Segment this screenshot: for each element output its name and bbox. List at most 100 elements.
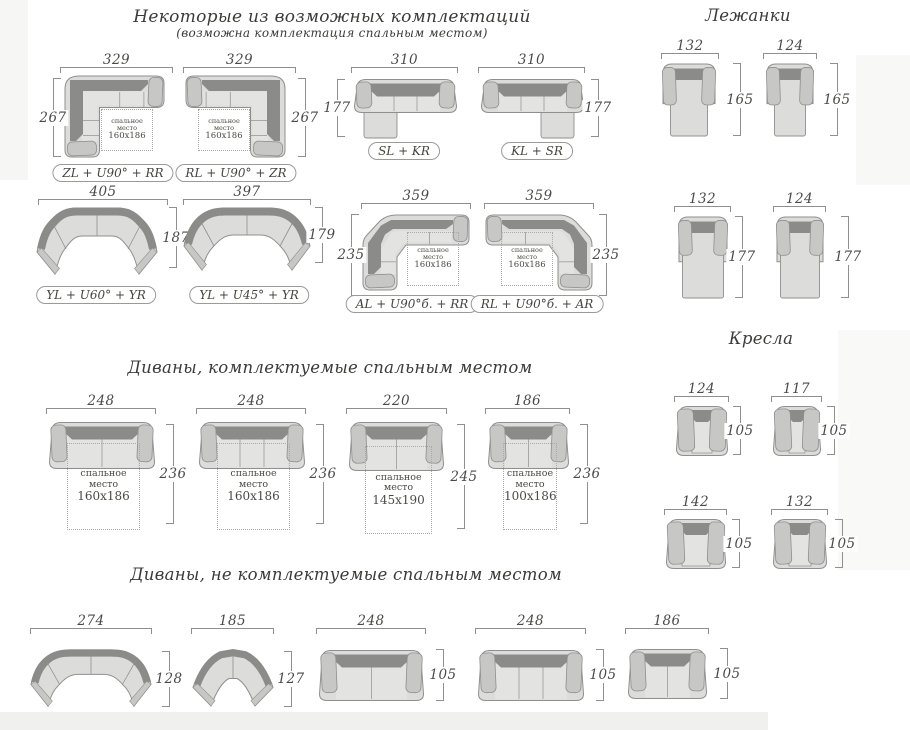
height-value: 105 bbox=[724, 422, 756, 439]
height-value: 235 bbox=[590, 247, 622, 263]
height-dimension: 128 bbox=[153, 651, 185, 707]
width-value: 124 bbox=[785, 191, 814, 207]
height-dimension: 105 bbox=[711, 648, 743, 699]
height-dimension: 235 bbox=[335, 214, 367, 296]
width-dimension: 186 bbox=[485, 394, 570, 414]
height-value: 177 bbox=[832, 249, 864, 265]
width-bracket bbox=[625, 628, 709, 634]
width-bracket bbox=[771, 509, 828, 515]
height-dimension: 235 bbox=[590, 214, 622, 296]
width-dimension: 274 bbox=[30, 613, 152, 634]
width-value: 274 bbox=[77, 613, 105, 629]
scan-artifact bbox=[856, 55, 910, 185]
sofa-glyph-straight-2 bbox=[487, 422, 570, 469]
height-value: 267 bbox=[289, 109, 321, 126]
config-code-label: RL + U90° + ZR bbox=[175, 164, 297, 182]
width-value: 248 bbox=[87, 393, 115, 409]
height-value: 105 bbox=[711, 665, 743, 682]
height-value: 267 bbox=[37, 109, 69, 126]
sleeping-place-word1: спальное bbox=[511, 246, 543, 255]
sleeping-place-size: 160х186 bbox=[77, 489, 130, 504]
sofa-glyph-armchair bbox=[772, 406, 822, 456]
width-bracket bbox=[191, 628, 274, 634]
width-value: 117 bbox=[782, 381, 811, 397]
height-value: 165 bbox=[724, 91, 756, 108]
height-dimension: 177 bbox=[726, 216, 758, 298]
sleeping-place-size: 100х186 bbox=[504, 489, 557, 504]
width-dimension: 359 bbox=[484, 188, 594, 209]
sofa-glyph-curved-2 bbox=[192, 648, 274, 707]
width-bracket bbox=[478, 67, 585, 73]
sofa-glyph-straight-3 bbox=[198, 422, 306, 469]
width-dimension: 397 bbox=[183, 184, 311, 205]
sofa-glyph-straight-3 bbox=[477, 650, 585, 701]
width-value: 132 bbox=[785, 494, 814, 510]
width-bracket bbox=[773, 206, 826, 212]
sleeping-place-word2: место bbox=[238, 478, 269, 490]
height-value: 236 bbox=[307, 466, 339, 482]
width-dimension: 124 bbox=[763, 39, 817, 59]
height-value: 187 bbox=[160, 229, 192, 246]
configurations-title: Некоторые из возможных комплектаций bbox=[133, 7, 531, 27]
config-code-label: RL + U90°б. + AR bbox=[470, 295, 604, 313]
height-dimension: 105 bbox=[818, 406, 850, 455]
sleeping-place-size: 160х186 bbox=[508, 260, 546, 271]
sofas-with-bed-title: Диваны, комплектуемые спальным местом bbox=[127, 358, 533, 377]
sleeping-place-word1: спальное bbox=[111, 117, 143, 126]
width-value: 132 bbox=[688, 191, 717, 207]
width-value: 397 bbox=[233, 184, 261, 200]
height-value: 105 bbox=[818, 422, 850, 439]
height-dimension: 105 bbox=[723, 519, 755, 568]
width-value: 248 bbox=[357, 613, 385, 629]
width-dimension: 248 bbox=[196, 394, 306, 414]
config-code-label: AL + U90°б. + RR bbox=[345, 295, 479, 313]
sofa-glyph-curved-3 bbox=[30, 649, 152, 708]
width-value: 220 bbox=[382, 393, 411, 409]
sofas-without-bed-title: Диваны, не комплектуемые спальным местом bbox=[130, 565, 562, 584]
sleeping-place-size: 160х186 bbox=[414, 260, 452, 271]
sleeping-place-size: 160х186 bbox=[227, 489, 280, 504]
width-bracket bbox=[661, 53, 719, 59]
height-dimension: 236 bbox=[307, 424, 339, 524]
sleeping-place-word2: место bbox=[383, 482, 414, 494]
width-bracket bbox=[183, 67, 296, 73]
width-dimension: 405 bbox=[38, 185, 168, 205]
sofa-glyph-lounger-wide bbox=[677, 216, 729, 299]
width-dimension: 329 bbox=[60, 53, 173, 73]
width-value: 359 bbox=[525, 188, 553, 204]
height-dimension: 236 bbox=[571, 424, 603, 524]
height-dimension: 165 bbox=[724, 63, 756, 136]
height-dimension: 105 bbox=[427, 649, 459, 701]
width-dimension: 132 bbox=[771, 494, 828, 515]
height-dimension: 177 bbox=[832, 216, 864, 298]
width-dimension: 185 bbox=[191, 614, 274, 634]
width-value: 132 bbox=[676, 38, 704, 54]
height-dimension: 267 bbox=[289, 78, 321, 157]
width-bracket bbox=[674, 206, 731, 212]
width-value: 310 bbox=[517, 52, 546, 68]
height-value: 179 bbox=[306, 227, 338, 243]
sofa-glyph-lounger bbox=[765, 63, 815, 137]
width-dimension: 132 bbox=[661, 38, 719, 59]
width-dimension: 186 bbox=[625, 614, 709, 634]
sleeping-place-size: 160х186 bbox=[205, 131, 243, 142]
width-bracket bbox=[771, 396, 822, 402]
sofa-glyph-straight-2 bbox=[627, 649, 708, 699]
width-bracket bbox=[346, 408, 447, 414]
width-dimension: 142 bbox=[664, 495, 727, 515]
height-value: 105 bbox=[427, 667, 459, 683]
height-value: 128 bbox=[153, 671, 185, 687]
width-bracket bbox=[196, 408, 306, 414]
height-dimension: 127 bbox=[275, 651, 307, 707]
scan-artifact bbox=[838, 330, 910, 570]
height-dimension: 177 bbox=[321, 79, 353, 137]
height-value: 165 bbox=[821, 91, 853, 108]
width-value: 248 bbox=[516, 613, 545, 629]
loungers-title: Лежанки bbox=[705, 6, 791, 25]
